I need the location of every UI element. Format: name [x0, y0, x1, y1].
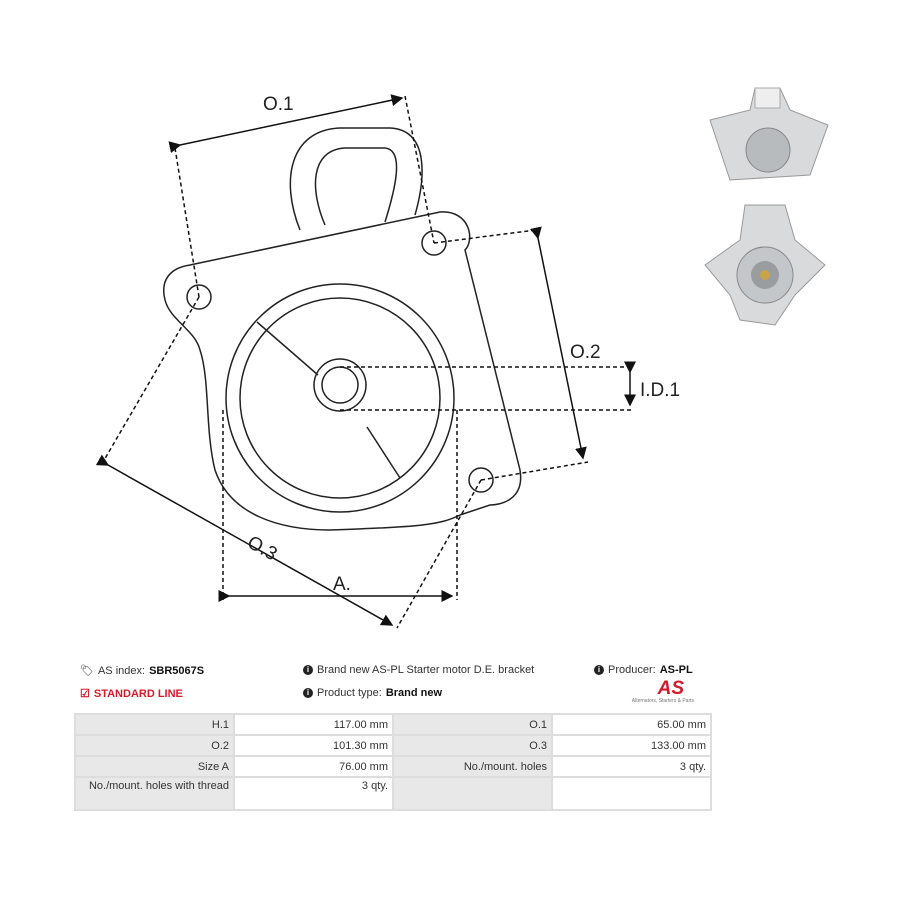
- as-index: 🏷 AS index: SBR5067S: [80, 664, 205, 678]
- dim-label-a: A.: [333, 574, 351, 595]
- bracket-outline: [163, 127, 522, 531]
- dimension-extension-lines: [102, 95, 632, 629]
- dimension-arrows: [95, 94, 636, 626]
- info-icon: i: [303, 665, 313, 675]
- producer: i Producer: AS-PL: [594, 664, 693, 676]
- dim-label-o1: O.1: [263, 94, 294, 115]
- product-type: i Product type: Brand new: [303, 687, 442, 699]
- as-index-value: SBR5067S: [149, 664, 205, 677]
- standard-line-badge: ☑ STANDARD LINE: [80, 687, 183, 701]
- info-icon: i: [594, 665, 604, 675]
- product-photo-side: [709, 87, 829, 181]
- dim-label-id1: I.D.1: [640, 380, 680, 401]
- product-photo-front: [704, 204, 826, 326]
- info-icon: i: [303, 688, 313, 698]
- dim-label-o3: O.3: [244, 532, 281, 565]
- as-pl-logo: AS Alternators, Starters & Parts: [631, 678, 694, 704]
- technical-drawing: O.1 O.2 I.D.1 O.3 A.: [95, 94, 680, 629]
- tag-icon: 🏷: [80, 665, 94, 677]
- dim-label-o2: O.2: [570, 342, 601, 363]
- product-description: i Brand new AS-PL Starter motor D.E. bra…: [303, 664, 534, 676]
- checkbox-icon: ☑: [80, 688, 90, 700]
